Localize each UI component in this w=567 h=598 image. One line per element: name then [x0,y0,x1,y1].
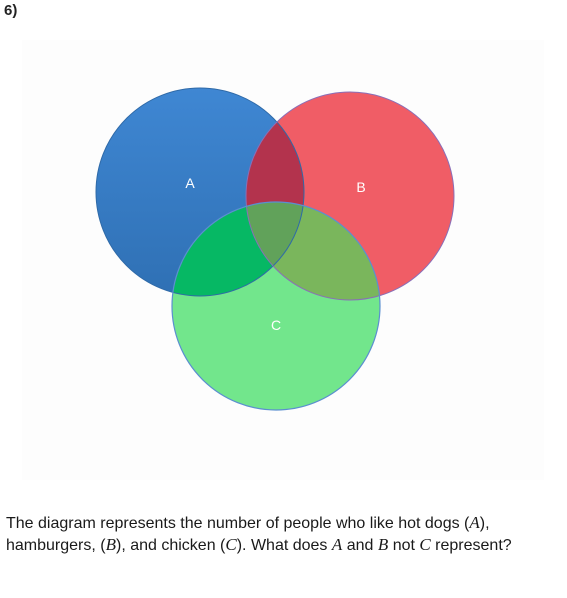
region-a-and-c [172,202,304,296]
label-c: C [271,317,281,333]
region-b-and-c [246,202,380,300]
circle-a-outline [95,87,305,297]
question-text-run: not [388,537,420,554]
math-variable: B [105,535,116,554]
math-variable: C [419,535,431,554]
question-text-run: The diagram represents the number of peo… [6,515,470,532]
question-text-run: ), hamburgers, ( [6,515,490,554]
math-variable: A [469,513,480,532]
question-text-run: represent? [430,537,512,554]
circle-b-outline [245,91,455,301]
circle-c-outline [171,201,381,411]
label-b: B [356,179,365,195]
label-a: A [185,175,195,191]
question-text-run: ). What does [236,537,332,554]
math-variable: A [331,535,343,554]
question-number: 6) [4,2,18,19]
question-text-run: ), and chicken ( [115,537,226,554]
math-variable: B [377,535,389,554]
question-text: The diagram represents the number of peo… [6,512,561,556]
math-variable: C [225,535,237,554]
question-text-run: and [342,537,378,554]
